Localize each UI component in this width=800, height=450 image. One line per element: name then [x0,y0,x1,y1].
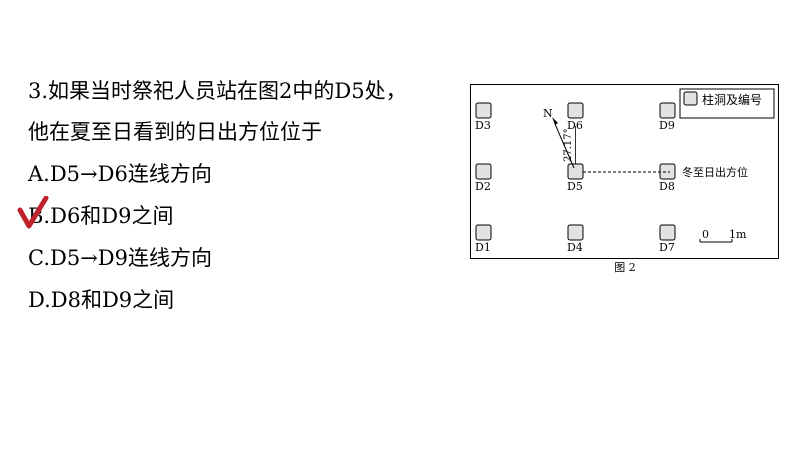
post-label-d9: D9 [659,119,675,132]
post-d1 [475,224,492,241]
post-d3 [475,102,492,119]
option-c: C.D5→D9连线方向 [28,246,212,270]
post-d9 [659,102,676,119]
post-d6 [567,102,584,119]
question-stem-line-2: 他在夏至日看到的日出方位位于 [28,120,322,144]
post-d7 [659,224,676,241]
scale-bar: 0 1m [699,228,747,243]
option-b: B.D6和D9之间 [28,204,174,228]
post-label-d1: D1 [475,241,491,254]
north-label: N [543,107,553,120]
legend: 柱洞及编号 [679,88,775,119]
post-label-d6: D6 [567,119,583,132]
option-d: D.D8和D9之间 [28,288,175,312]
post-d4 [567,224,584,241]
post-label-d8: D8 [659,180,675,193]
angle-label: 27.17° [563,128,574,162]
post-d2 [475,163,492,180]
post-label-d7: D7 [659,241,675,254]
post-d8 [659,163,676,180]
question-stem-line-1: 3.如果当时祭祀人员站在图2中的D5处， [28,79,407,103]
post-label-d2: D2 [475,180,491,193]
svg-text:1m: 1m [729,228,747,241]
post-label-d3: D3 [475,119,491,132]
post-label-d4: D4 [567,241,583,254]
winter-sunrise-label: 冬至日出方位 [682,165,748,179]
legend-label: 柱洞及编号 [702,92,762,107]
option-a: A.D5→D6连线方向 [28,162,212,186]
svg-text:0: 0 [702,228,709,241]
north-line [554,123,575,169]
legend-post-icon [683,91,698,106]
post-hole-figure: 柱洞及编号 D3 D6 D9 D2 D5 D8 D1 D4 D7 N 27.17… [470,84,779,259]
north-arrow-icon [552,117,558,125]
checkmark-icon [17,196,49,229]
post-label-d5: D5 [567,180,583,193]
post-d5 [567,163,584,180]
figure-caption: 图 2 [614,261,636,274]
